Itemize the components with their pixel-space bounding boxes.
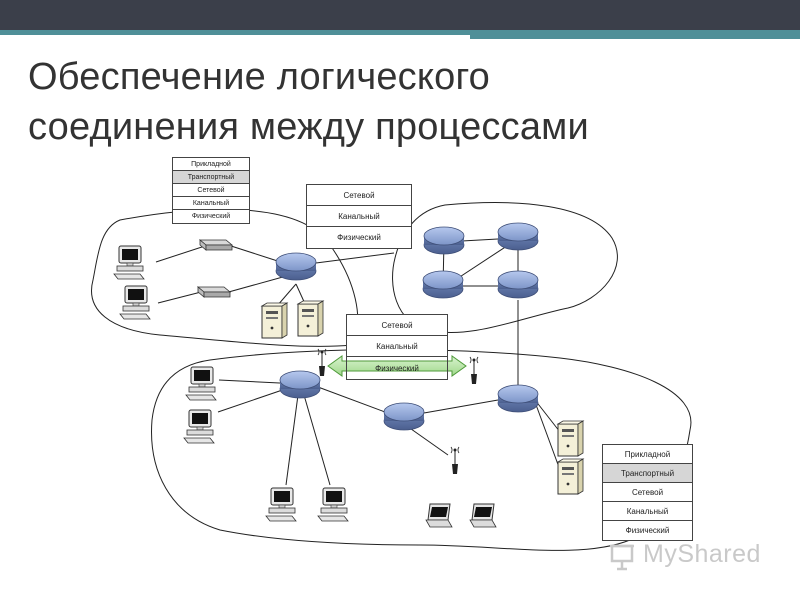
stack-layer-transport: Транспортный <box>173 171 249 184</box>
router-icon <box>275 252 317 281</box>
server-tower-icon <box>557 458 584 495</box>
stack-layer-transport: Транспортный <box>603 464 692 483</box>
stack-layer-network: Сетевой <box>173 184 249 197</box>
stack-layer-application: Прикладной <box>173 158 249 171</box>
protocol-stack-bottom-right: Прикладной Транспортный Сетевой Канальны… <box>602 444 693 541</box>
stack-layer-network: Сетевой <box>603 483 692 502</box>
watermark-text: MyShared <box>643 540 761 568</box>
desktop-computer-icon <box>185 366 217 401</box>
top-decorative-bar <box>0 0 800 39</box>
desktop-computer-icon <box>183 409 215 444</box>
stack-layer-datalink: Канальный <box>603 502 692 521</box>
laptop-icon <box>425 503 453 528</box>
router-icon <box>422 270 464 299</box>
stack-layer-application: Прикладной <box>603 445 692 464</box>
slide-title: Обеспечение логического соединения между… <box>28 52 788 152</box>
wireless-link-arrow <box>327 355 467 377</box>
server-tower-icon <box>557 420 584 457</box>
network-boundary-top-left <box>91 208 359 347</box>
switch-icon <box>197 286 231 298</box>
desktop-computer-icon <box>265 487 297 522</box>
switch-icon <box>199 239 233 251</box>
stack-layer-datalink: Канальный <box>347 336 447 357</box>
desktop-computer-icon <box>317 487 349 522</box>
stack-layer-physical: Физический <box>625 526 670 535</box>
stack-layer-network: Сетевой <box>307 185 411 206</box>
protocol-stack-top-left: Прикладной Транспортный Сетевой Канальны… <box>172 157 250 224</box>
router-icon <box>383 402 425 431</box>
network-boundary-top-right <box>392 202 618 334</box>
stack-layer-physical: Физический <box>337 233 381 242</box>
router-icon <box>497 384 539 413</box>
protocol-stack-top-middle: Сетевой Канальный Физический <box>306 184 412 249</box>
stack-layer-physical: Физический <box>375 364 419 373</box>
server-tower-icon <box>261 302 288 339</box>
stack-layer-datalink: Канальный <box>307 206 411 227</box>
router-icon <box>279 370 321 399</box>
radio-antenna-icon <box>317 348 327 377</box>
watermark: MyShared <box>607 538 777 572</box>
stack-layer-network: Сетевой <box>347 315 447 336</box>
router-icon <box>497 222 539 251</box>
laptop-icon <box>469 503 497 528</box>
stack-layer-datalink: Канальный <box>173 197 249 210</box>
router-icon <box>423 226 465 255</box>
presentation-board-icon <box>610 544 634 571</box>
stack-layer-physical: Физический <box>191 213 231 220</box>
router-icon <box>497 270 539 299</box>
slide-title-line-2: соединения между процессами <box>28 106 589 148</box>
radio-antenna-icon <box>450 446 460 475</box>
radio-antenna-icon <box>469 356 479 385</box>
network-boundary-bottom <box>151 349 692 551</box>
protocol-stack-center: Сетевой Канальный Физический <box>346 314 448 380</box>
desktop-computer-icon <box>119 285 151 320</box>
server-tower-icon <box>297 300 324 337</box>
slide-title-line-1: Обеспечение логического <box>28 56 491 98</box>
desktop-computer-icon <box>113 245 145 280</box>
